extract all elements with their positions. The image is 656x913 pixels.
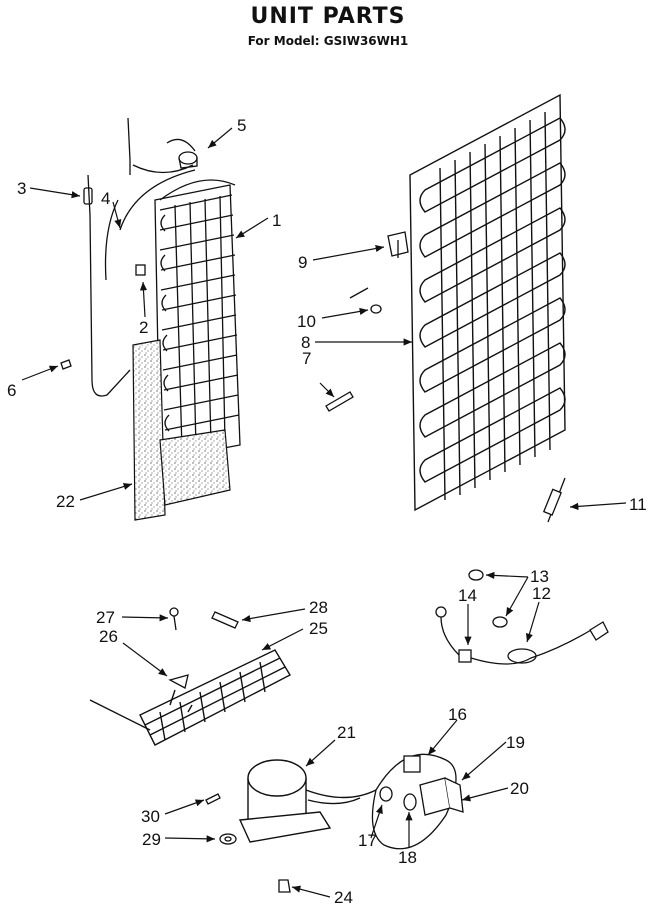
callout-16: 16 <box>448 705 467 724</box>
callout-18: 18 <box>398 848 417 867</box>
capillary-tube <box>83 117 196 397</box>
callout-13: 13 <box>530 567 549 586</box>
page-title: UNIT PARTS <box>250 4 406 29</box>
mount-screw <box>168 607 239 689</box>
callout-20: 20 <box>510 779 529 798</box>
callout-9: 9 <box>298 253 307 272</box>
condenser-coil <box>409 93 566 512</box>
callout-7: 7 <box>302 349 311 368</box>
callout-30: 30 <box>141 807 160 826</box>
grommet-parts <box>205 793 291 893</box>
callout-28: 28 <box>309 598 328 617</box>
power-cord <box>435 569 609 665</box>
callout-2: 2 <box>139 318 148 337</box>
callout-21: 21 <box>337 723 356 742</box>
callout-24: 24 <box>334 888 353 907</box>
callout-labels: 1 2 3 4 5 6 7 8 9 10 11 12 13 14 16 17 1… <box>7 116 647 907</box>
callout-27: 27 <box>96 608 115 627</box>
callout-14: 14 <box>458 586 477 605</box>
callout-22: 22 <box>56 492 75 511</box>
callout-5: 5 <box>237 116 246 135</box>
relay-overload <box>371 753 464 850</box>
callout-19: 19 <box>506 733 525 752</box>
callout-10: 10 <box>297 312 316 331</box>
callout-26: 26 <box>99 627 118 646</box>
defrost-heater-part <box>166 138 198 169</box>
tube-part <box>325 391 354 412</box>
insulation-pad <box>132 339 231 521</box>
callout-6: 6 <box>7 381 16 400</box>
model-subtitle: For Model: GSIW36WH1 <box>247 34 409 48</box>
callout-11: 11 <box>629 495 647 514</box>
callout-8: 8 <box>301 333 310 352</box>
callout-17: 17 <box>358 831 377 850</box>
callout-29: 29 <box>142 830 161 849</box>
lower-condenser <box>89 649 291 746</box>
compressor <box>238 759 377 843</box>
cap-part <box>60 359 72 370</box>
drier <box>542 477 566 523</box>
condenser-bracket <box>387 231 409 258</box>
callout-1: 1 <box>272 211 281 230</box>
callout-25: 25 <box>309 619 328 638</box>
callout-12: 12 <box>532 584 551 603</box>
screw-part <box>349 287 382 314</box>
callout-3: 3 <box>17 179 26 198</box>
callout-leaders <box>21 127 627 898</box>
callout-4: 4 <box>101 189 110 208</box>
evaporator-coil <box>154 179 241 461</box>
clip-part <box>135 264 146 276</box>
